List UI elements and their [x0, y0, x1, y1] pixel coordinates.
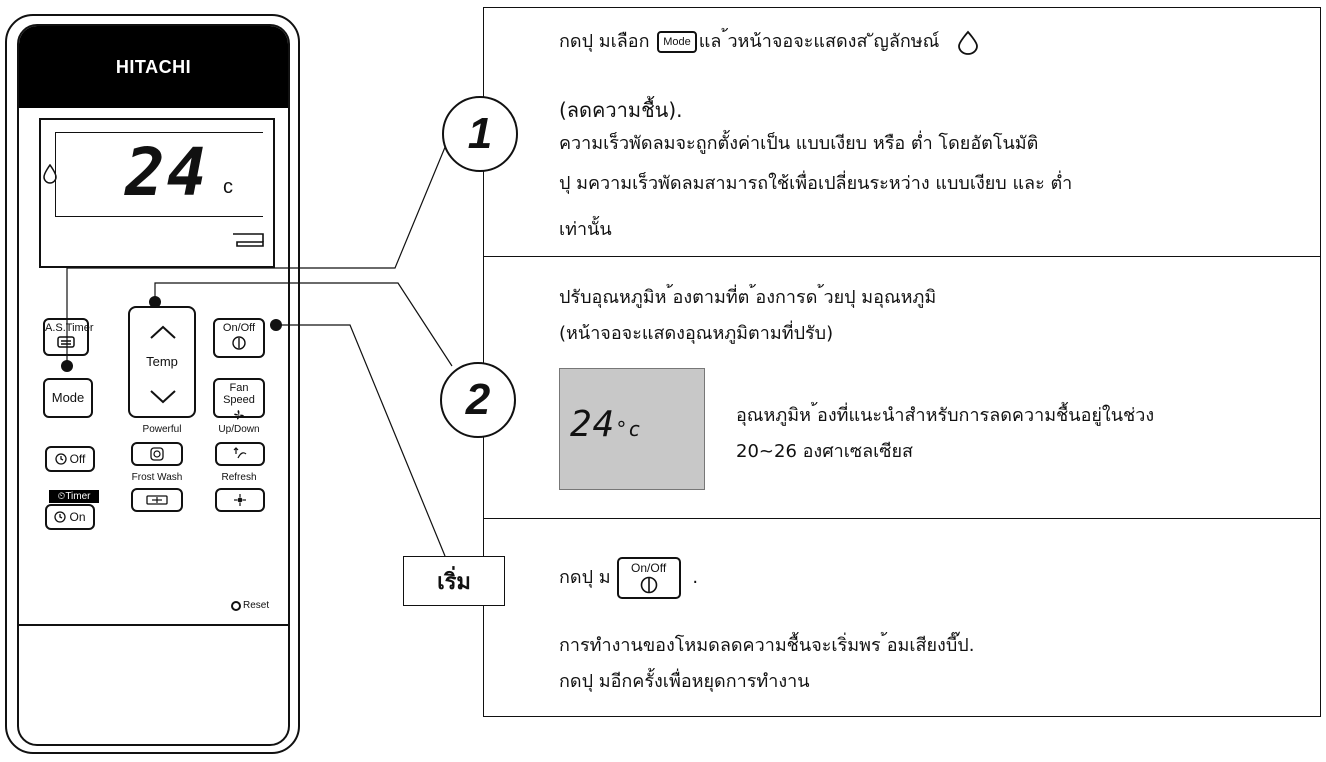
- up-down-button[interactable]: [215, 442, 265, 466]
- water-drop-icon: [43, 164, 57, 184]
- remote-display: 24 c: [39, 118, 275, 268]
- step1-line5: เท่านั้น: [559, 219, 612, 240]
- start-line2: การทำงานของโหมดลดความชื้นจะเริ่มพร ้อมเส…: [559, 635, 975, 656]
- display-unit: c: [223, 176, 233, 198]
- step1-line3: ความเร็วพัดลมจะถูกตั้งค่าเป็น แบบเงียบ ห…: [559, 133, 1039, 154]
- start-line3: กดปุ มอีกครั้งเพื่อหยุดการทำงาน: [559, 671, 810, 692]
- power-symbol-icon: [232, 336, 246, 350]
- remote-face: HITACHI 24 c A.S.Timer: [17, 24, 290, 746]
- step2-note1: อุณหภูมิห ้องที่แนะนำสำหรับการลดความชื้น…: [736, 405, 1155, 426]
- step2-number: 2: [440, 362, 516, 438]
- step1-number: 1: [442, 96, 518, 172]
- step2-line1: ปรับอุณหภูมิห ้องตามที่ต ้องการด ้วยปุ ม…: [559, 287, 937, 308]
- temp-button[interactable]: Temp: [128, 306, 196, 418]
- mode-button[interactable]: Mode: [43, 378, 93, 418]
- frost-wash-icon: [146, 495, 168, 505]
- as-timer-button[interactable]: A.S.Timer: [43, 318, 94, 356]
- sample-temp-display: 24°c: [559, 368, 705, 490]
- up-down-label: Up/Down: [218, 424, 260, 435]
- on-timer-button[interactable]: On: [45, 504, 95, 530]
- refresh-label: Refresh: [221, 472, 257, 483]
- step1-line4: ปุ มความเร็วพัดลมสามารถใช้เพื่อเปลี่ยนระ…: [559, 173, 1073, 194]
- sample-temperature: 24: [570, 404, 616, 445]
- chevron-down-icon[interactable]: [148, 388, 178, 404]
- start-label: เริ่ม: [403, 556, 505, 606]
- clock-icon: [54, 453, 67, 465]
- display-temperature: 24: [125, 134, 209, 211]
- water-drop-icon: [958, 30, 978, 55]
- step1-line2: (ลดความชื้น).: [559, 98, 683, 122]
- off-timer-button[interactable]: Off: [45, 446, 95, 472]
- on-off-button-ref: On/Off: [616, 557, 681, 599]
- powerful-icon: [150, 447, 164, 461]
- refresh-button[interactable]: [215, 488, 265, 512]
- swing-icon: [233, 447, 247, 459]
- remote-control: HITACHI 24 c A.S.Timer: [5, 14, 300, 754]
- power-symbol-icon: [640, 576, 657, 594]
- louver-icon: [233, 233, 264, 247]
- chevron-up-icon[interactable]: [148, 324, 178, 340]
- brand-logo: HITACHI: [19, 26, 288, 108]
- fan-speed-button[interactable]: Fan Speed: [213, 378, 265, 420]
- frost-wash-label: Frost Wash: [131, 472, 183, 483]
- fan-icon: [234, 410, 244, 420]
- on-off-button[interactable]: On/Off: [213, 318, 265, 358]
- step2-note2: 20~26 องศาเซลเซียส: [736, 441, 914, 462]
- timer-panel-icon: [57, 336, 75, 348]
- step2-line2: (หน้าจอจะแสดงอุณหภูมิตามที่ปรับ): [559, 323, 834, 344]
- timer-label: ⏲Timer: [49, 490, 99, 503]
- reset-button[interactable]: Reset: [231, 600, 269, 611]
- refresh-icon: [234, 494, 246, 506]
- frost-wash-button[interactable]: [131, 488, 183, 512]
- powerful-button[interactable]: [131, 442, 183, 466]
- clock-icon: [54, 511, 67, 523]
- powerful-label: Powerful: [142, 424, 182, 435]
- mode-button-ref: Mode: [657, 31, 697, 53]
